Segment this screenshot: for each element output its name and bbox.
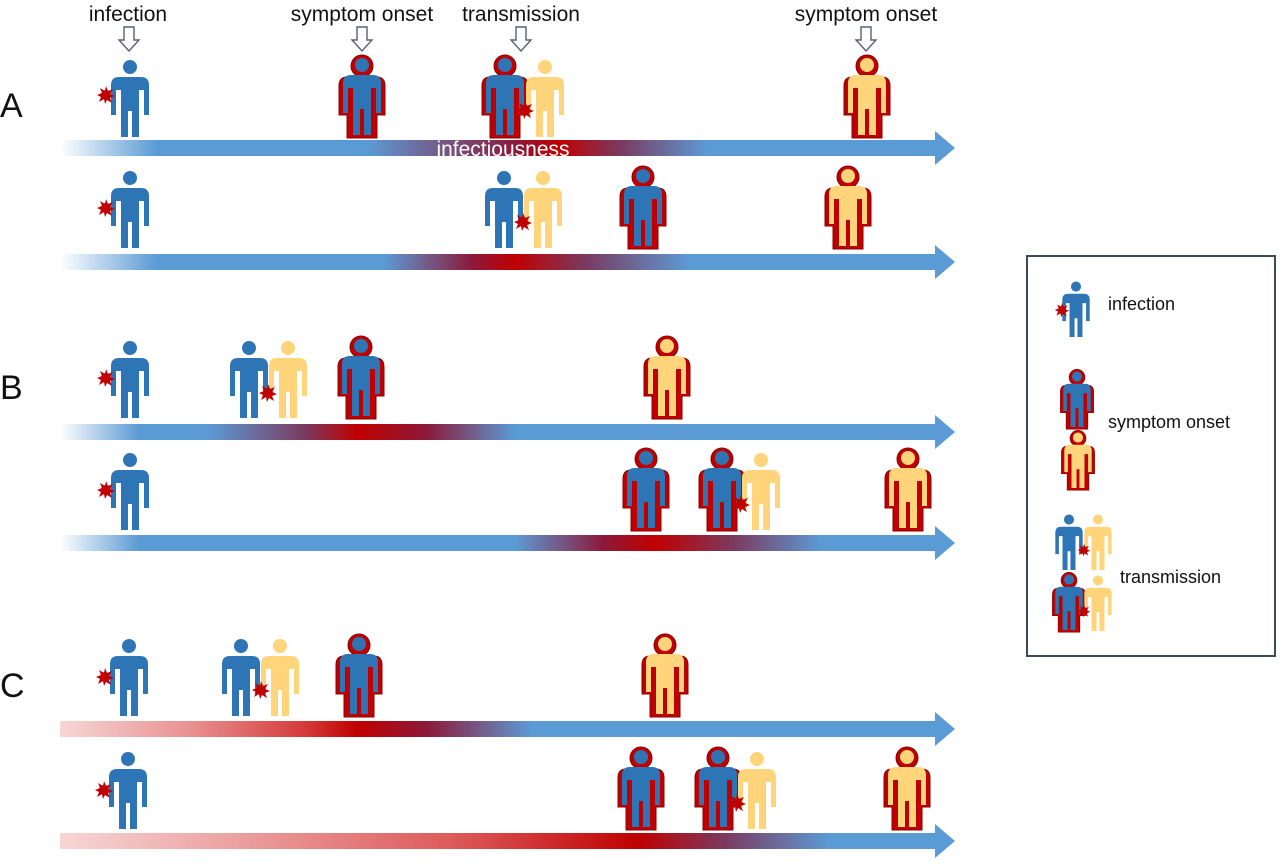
transmission-pair-icon xyxy=(698,447,780,532)
symptomatic-person-icon xyxy=(335,633,383,718)
symptomatic-secondary-person-icon xyxy=(641,633,689,718)
infected-person-icon xyxy=(97,453,149,530)
panel-label-a: A xyxy=(0,87,23,125)
timeline-arrow-a1 xyxy=(60,131,955,165)
transmission-pair-icon xyxy=(694,746,776,831)
transmission-pair-icon xyxy=(485,171,562,248)
symptomatic-secondary-person-icon xyxy=(824,165,872,250)
legend-symptom-onset-label: symptom onset xyxy=(1108,412,1230,432)
header-symptom-onset-label: symptom onset xyxy=(291,3,434,26)
timeline-arrow-b1 xyxy=(60,415,955,449)
down-arrow-icon xyxy=(117,26,141,53)
symptomatic-secondary-person-icon xyxy=(883,746,931,831)
infected-person-icon xyxy=(97,60,149,137)
timeline-arrow-c1 xyxy=(60,712,955,746)
row-a2-figures xyxy=(97,165,872,250)
down-arrow-icon xyxy=(509,26,533,53)
transmission-pair-icon xyxy=(230,341,307,418)
symptomatic-person-icon xyxy=(338,54,386,139)
header-labels: infection symptom onset transmission sym… xyxy=(89,3,937,26)
header-infection-label: infection xyxy=(89,3,167,26)
infected-person-icon xyxy=(97,341,149,418)
header-transmission-label: transmission xyxy=(462,3,580,26)
symptomatic-person-icon xyxy=(619,165,667,250)
row-a1-figures xyxy=(97,54,891,139)
timeline-arrow-b2 xyxy=(60,526,955,560)
header-pointer-arrows xyxy=(117,26,878,53)
legend-infection-label: infection xyxy=(1108,294,1175,314)
symptomatic-person-icon xyxy=(617,746,665,831)
legend: infection symptom onset transmission xyxy=(1026,255,1276,657)
panel-label-b: B xyxy=(0,369,23,407)
symptomatic-person-icon xyxy=(337,335,385,420)
infectiousness-label: infectiousness xyxy=(436,138,569,161)
infected-person-icon xyxy=(97,171,149,248)
transmission-pair-icon xyxy=(222,639,299,716)
timeline-arrow-c2 xyxy=(60,824,955,858)
down-arrow-icon xyxy=(854,26,878,53)
row-c1-figures xyxy=(96,633,689,718)
symptomatic-person-icon xyxy=(622,447,670,532)
infected-person-icon xyxy=(96,639,148,716)
row-c2-figures xyxy=(95,746,931,831)
symptomatic-secondary-person-icon xyxy=(843,54,891,139)
panel-label-c: C xyxy=(0,667,25,705)
row-b2-figures xyxy=(97,447,932,532)
header-symptom-onset-label-2: symptom onset xyxy=(795,3,938,26)
infected-person-icon xyxy=(95,752,147,829)
transmission-pair-icon xyxy=(481,54,564,139)
timeline-arrow-a2 xyxy=(60,245,955,279)
legend-transmission-label: transmission xyxy=(1120,567,1221,587)
down-arrow-icon xyxy=(350,26,374,53)
symptomatic-secondary-person-icon xyxy=(884,447,932,532)
symptomatic-secondary-person-icon xyxy=(643,335,691,420)
row-b1-figures xyxy=(97,335,691,420)
